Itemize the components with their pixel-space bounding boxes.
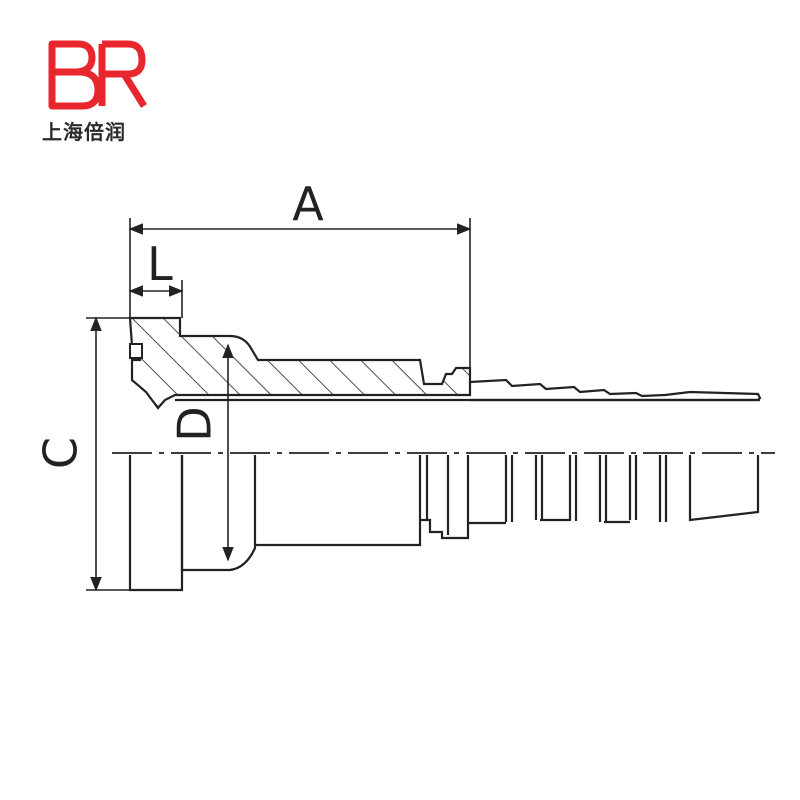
- section-lower: [128, 455, 760, 592]
- barb-tail-lower: [468, 455, 760, 525]
- hatched-wall: [128, 316, 472, 410]
- port-notch: [129, 343, 143, 359]
- groove-outline: [420, 455, 470, 540]
- dimension-a: [128, 218, 472, 368]
- logo-glyph: [48, 40, 147, 110]
- barb-tail-upper: [469, 378, 762, 402]
- collar-outline: [180, 455, 257, 572]
- dim-label-a: A: [292, 177, 324, 231]
- dim-label-c: C: [34, 437, 88, 469]
- dim-label-l: L: [147, 237, 173, 291]
- body-outline: [255, 455, 422, 547]
- br-logo-mark: BR: [48, 40, 147, 110]
- dim-label-d: D: [168, 406, 222, 441]
- company-logo: BR 上海倍润: [40, 36, 160, 146]
- company-name: 上海倍润: [42, 120, 126, 144]
- dim-label-d-bg: [172, 404, 220, 442]
- section-upper: [128, 316, 762, 410]
- dimension-c: [86, 316, 130, 592]
- flange-outline: [128, 455, 184, 592]
- dimension-l: [128, 280, 184, 318]
